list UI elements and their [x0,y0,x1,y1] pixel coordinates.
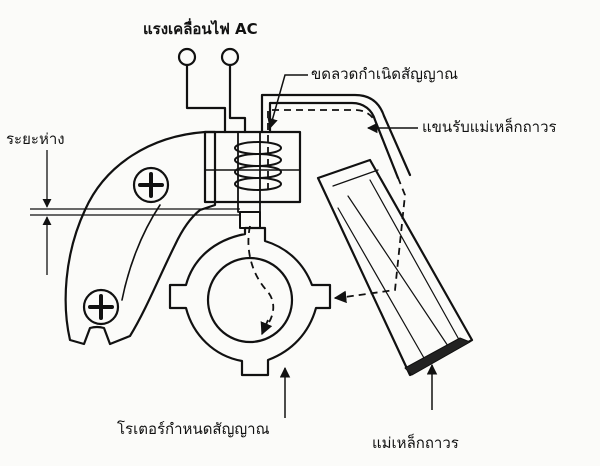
coil-windings [234,141,282,191]
label-permanent-magnet: แม่เหล็กถาวร [372,434,459,452]
label-pickup-coil: ขดลวดกำเนิดสัญญาณ [311,65,459,83]
terminals [177,47,247,134]
pole-piece [239,211,261,229]
label-air-gap: ระยะห่าง [6,130,65,148]
permanent-magnet-bar [316,158,474,377]
screw-lower [82,288,120,326]
base-plate [64,130,217,346]
magnetic-flux-path [267,109,406,298]
coil-housing [203,130,302,204]
screw-upper [132,166,170,204]
reluctor-rotor [168,226,332,377]
label-ac-voltage: แรงเคลื่อนไฟ AC [143,20,258,38]
magnet-arm [260,93,412,177]
label-magnet-arm: แขนรับแม่เหล็กถาวร [422,118,557,136]
label-reluctor: โรเตอร์กำหนดสัญญาณ [117,420,270,438]
